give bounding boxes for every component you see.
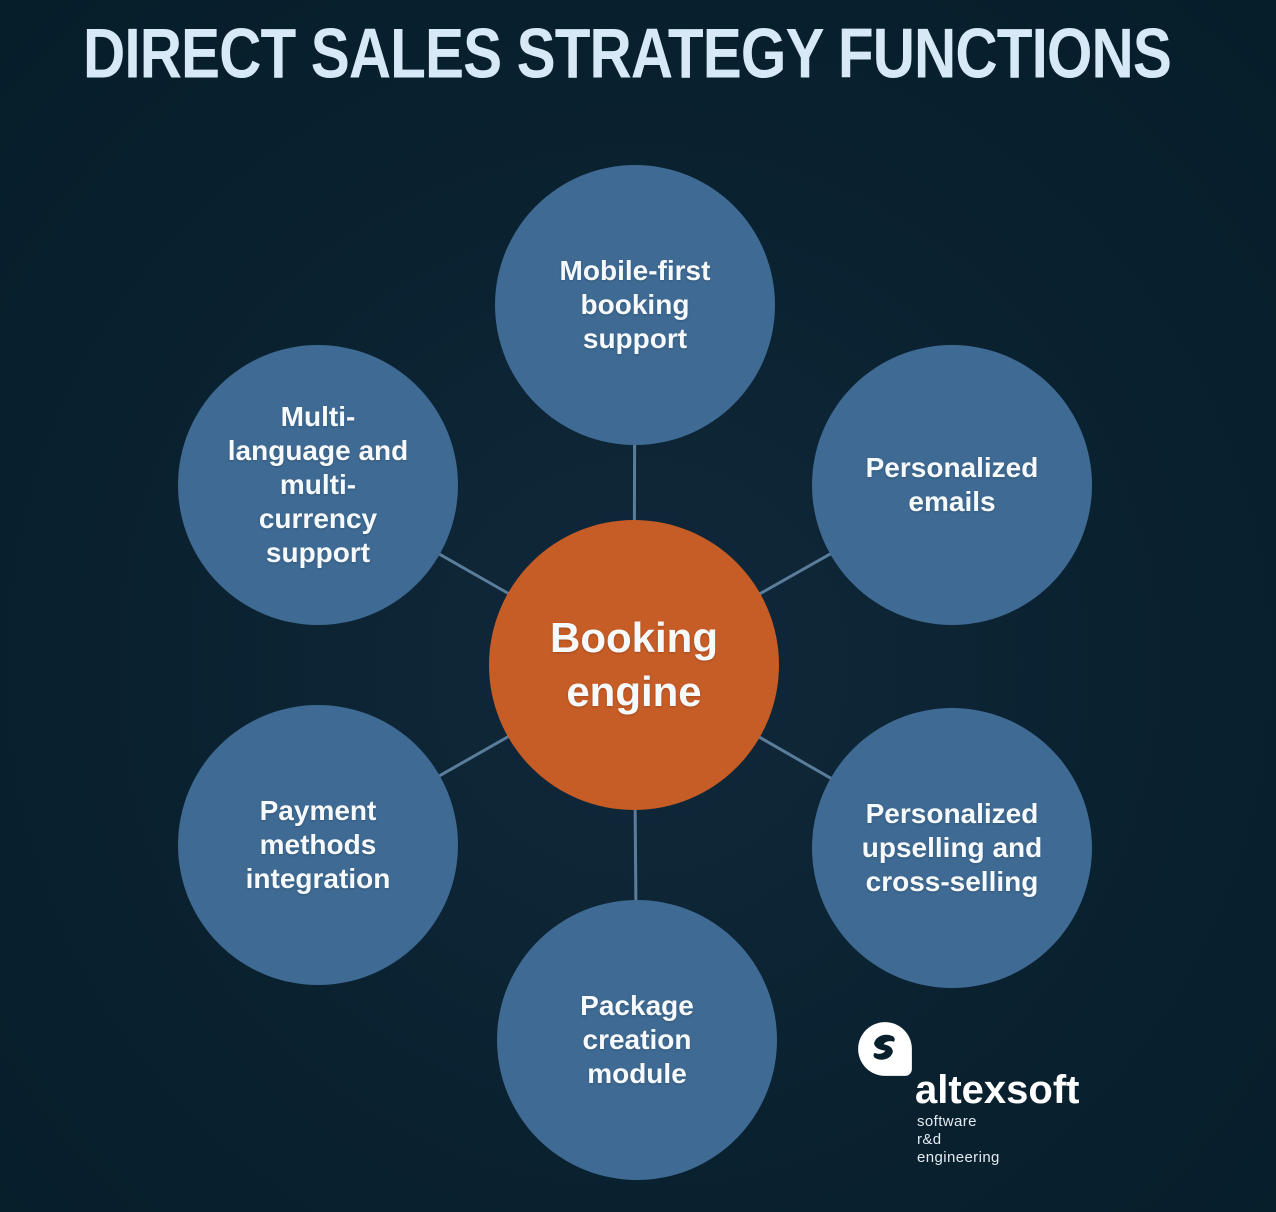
- node-payment-methods-integration: Payment methods integration: [178, 705, 458, 985]
- node-label: Multi- language and multi- currency supp…: [227, 401, 409, 568]
- node-multi-language-multi-currency-support: Multi- language and multi- currency supp…: [178, 345, 458, 625]
- node-label: Package creation module: [580, 990, 694, 1089]
- node-personalized-upselling-cross-selling: Personalized upselling and cross-selling: [812, 708, 1092, 988]
- brand-tagline: software r&d engineering: [917, 1113, 1000, 1166]
- node-label: Personalized upselling and cross-selling: [861, 798, 1043, 897]
- node-personalized-emails: Personalized emails: [812, 345, 1092, 625]
- node-label: Personalized emails: [865, 452, 1039, 517]
- brand-name: altexsoft: [915, 1068, 1080, 1112]
- hub-label: Booking engine: [550, 614, 718, 715]
- node-package-creation-module: Package creation module: [497, 900, 777, 1180]
- node-label: Payment methods integration: [245, 795, 391, 894]
- node-label: Mobile-first booking support: [559, 255, 711, 354]
- altexsoft-logo-icon: [858, 1022, 912, 1076]
- page-title: DIRECT SALES STRATEGY FUNCTIONS: [83, 13, 1172, 93]
- node-mobile-first-booking-support: Mobile-first booking support: [495, 165, 775, 445]
- node-booking-engine: Booking engine: [489, 520, 779, 810]
